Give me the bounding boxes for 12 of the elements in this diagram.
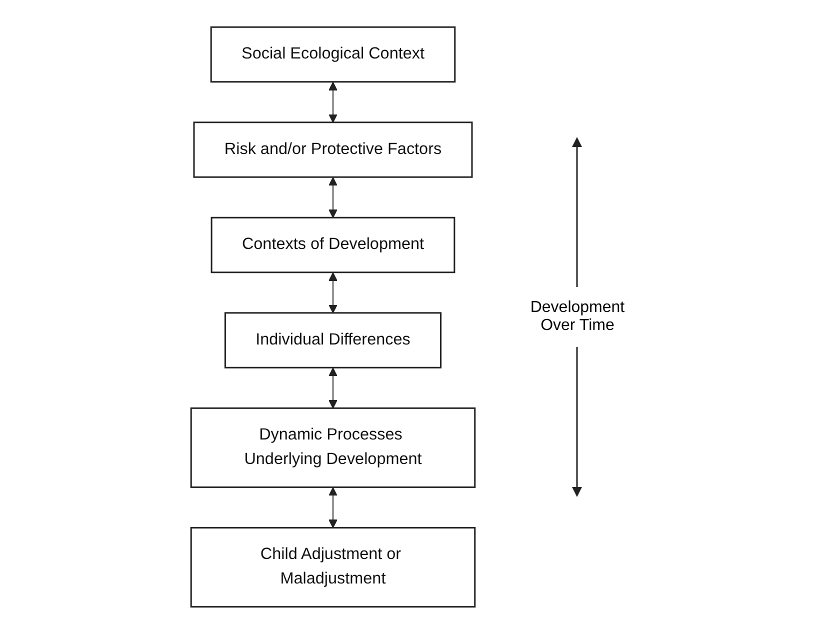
arrow bbox=[328, 177, 337, 218]
arrow bbox=[328, 487, 337, 528]
axis-label: Development Over Time bbox=[529, 299, 626, 335]
node-box: Risk and/or Protective Factors bbox=[192, 122, 472, 178]
arrow bbox=[328, 368, 337, 409]
node-box: Dynamic Processes Underlying Development bbox=[190, 407, 476, 488]
node-box: Contexts of Development bbox=[210, 216, 455, 274]
node-box: Social Ecological Context bbox=[210, 26, 456, 83]
node-box: Individual Differences bbox=[224, 312, 442, 368]
node-box: Child Adjustment or Maladjustment bbox=[190, 527, 476, 608]
arrow bbox=[328, 82, 337, 123]
arrow bbox=[328, 272, 337, 314]
